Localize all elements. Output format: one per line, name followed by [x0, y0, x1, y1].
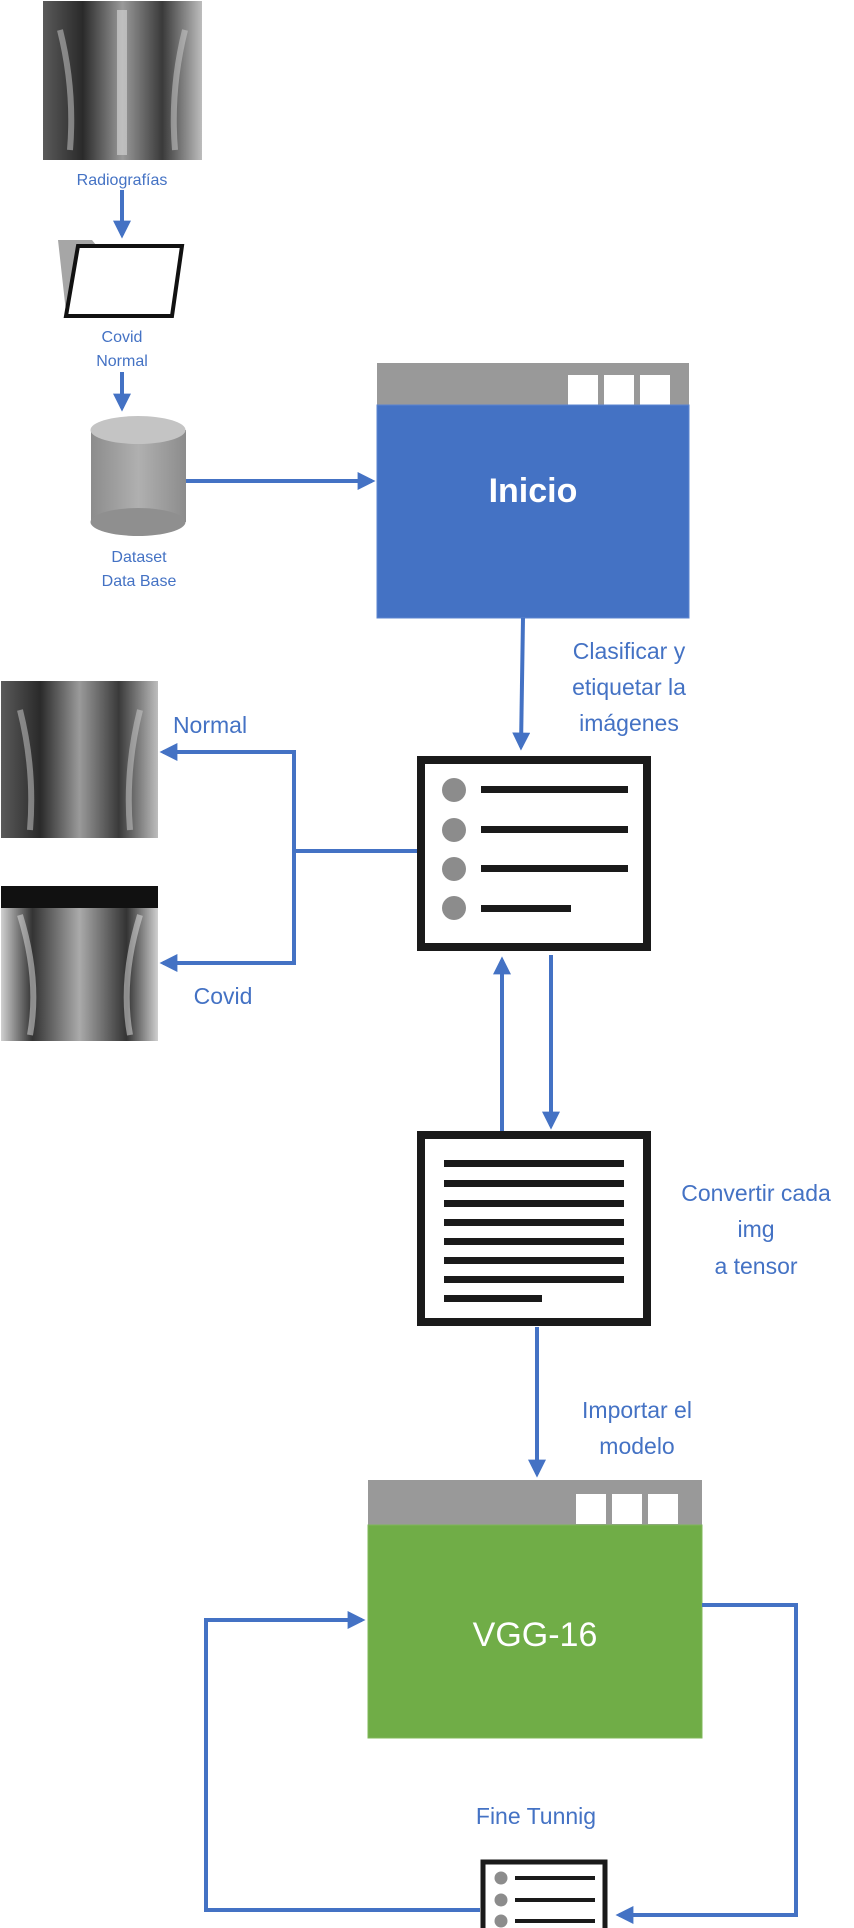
arrow-vgg-to-finetune — [615, 1603, 798, 1924]
importar-label-line2: modelo — [599, 1433, 674, 1459]
vgg16-title: VGG-16 — [473, 1616, 598, 1654]
folder-icon — [58, 240, 185, 318]
dataset-label-line1: Dataset — [111, 549, 167, 566]
vgg16-window — [367, 1480, 703, 1739]
convertir-label-line1: Convertir cada — [681, 1180, 831, 1206]
importar-label-line1: Importar el — [582, 1397, 692, 1423]
xray-covid-image — [1, 886, 158, 1041]
xray-source-image — [43, 1, 202, 160]
finetune-list-doc — [480, 1859, 608, 1928]
database-icon — [90, 416, 186, 536]
inicio-title: Inicio — [489, 472, 578, 510]
clasificar-label-line1: Clasificar y — [573, 638, 686, 664]
tensor-text-doc — [417, 1131, 651, 1326]
classifier-list-doc — [417, 756, 651, 951]
folder-label-line1: Covid — [102, 329, 143, 346]
arrow-inicio-to-classifier — [512, 617, 531, 751]
normal-label: Normal — [173, 712, 247, 738]
arrow-to-normal — [159, 743, 417, 853]
fine-tuning-label: Fine Tunnig — [476, 1803, 596, 1829]
folder-label-line2: Normal — [96, 353, 148, 370]
convertir-label-line2: img — [737, 1216, 774, 1242]
xray-normal-image — [1, 681, 158, 838]
radiografias-label: Radiografías — [77, 172, 168, 189]
dataset-label-line2: Data Base — [102, 573, 177, 590]
convertir-label-line3: a tensor — [714, 1253, 797, 1279]
clasificar-label-line3: imágenes — [579, 710, 679, 736]
arrow-finetune-to-vgg — [204, 1611, 480, 1912]
inicio-window — [376, 363, 690, 619]
covid-label: Covid — [194, 983, 253, 1009]
clasificar-label-line2: etiquetar la — [572, 674, 686, 700]
arrow-to-covid — [159, 851, 296, 972]
